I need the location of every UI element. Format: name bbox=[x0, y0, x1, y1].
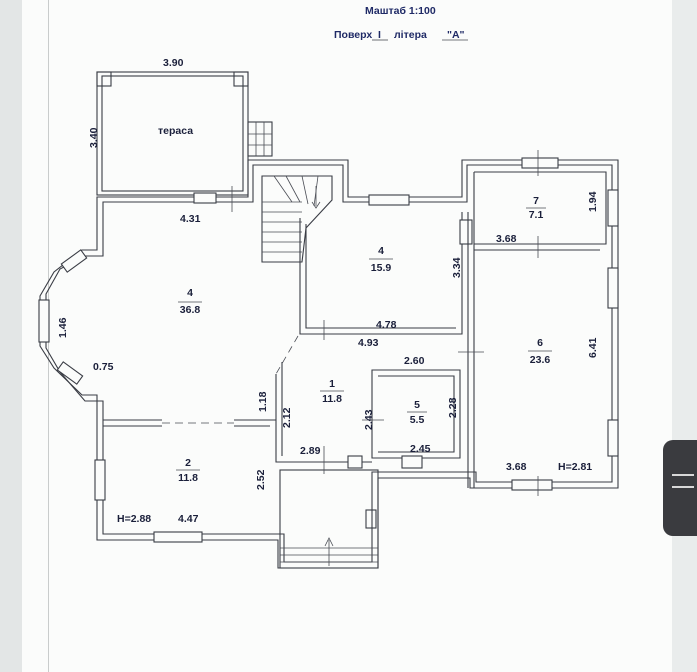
dimension-label: 3.34 bbox=[451, 257, 463, 278]
dimension-label: 6.41 bbox=[587, 337, 599, 358]
dimension-label: 1.46 bbox=[57, 317, 69, 338]
floor-value: I bbox=[378, 29, 381, 41]
terrace: тераса bbox=[96, 71, 273, 196]
dimension-label: 1.94 bbox=[587, 191, 599, 212]
dimension-label: 2.12 bbox=[281, 407, 293, 428]
interior-walls bbox=[103, 171, 607, 488]
room-number: 4 bbox=[187, 287, 193, 299]
dimension-label: 2.43 bbox=[363, 409, 375, 430]
dimension-label: 0.75 bbox=[93, 361, 114, 373]
dimension-label: 2.60 bbox=[404, 355, 425, 367]
room-number: 6 bbox=[537, 337, 543, 349]
dimension-label: 2.52 bbox=[255, 469, 267, 490]
door-ticks bbox=[231, 150, 539, 496]
dimension-labels: 3.90 3.40 4.31 1.46 0.75 3.34 4.78 4.93 … bbox=[57, 57, 599, 525]
dimension-label: 3.90 bbox=[163, 57, 184, 69]
room-area: 7.1 bbox=[529, 209, 544, 221]
room-area: 36.8 bbox=[180, 304, 201, 316]
open-passage-diagonal bbox=[275, 335, 299, 375]
room-area: 11.8 bbox=[178, 472, 198, 484]
dimension-label: 2.28 bbox=[447, 397, 459, 418]
dimension-label: 3.68 bbox=[496, 233, 517, 245]
room-number: 5 bbox=[414, 399, 420, 411]
floor-label: Поверх bbox=[334, 29, 372, 41]
room-labels: 4 36.8 4 15.9 7 7.1 6 23.6 1 11.8 5 5.5 … bbox=[176, 195, 552, 484]
scroll-handle[interactable] bbox=[663, 440, 697, 536]
dimension-label: 4.47 bbox=[178, 513, 199, 525]
room-number: 2 bbox=[185, 457, 191, 469]
dimension-label: 1.18 bbox=[257, 391, 269, 412]
dimension-label: 4.31 bbox=[180, 213, 201, 225]
room-area: 15.9 bbox=[371, 262, 392, 274]
room-number: 1 bbox=[329, 378, 335, 390]
windows bbox=[38, 157, 619, 543]
dimension-label: 4.93 bbox=[358, 337, 379, 349]
floor-plan: Маштаб 1:100 Поверх I літера "А" тераса bbox=[38, 5, 619, 569]
room-area: 5.5 bbox=[410, 414, 425, 426]
page-edge bbox=[0, 0, 22, 672]
height-label: H=2.81 bbox=[558, 461, 592, 473]
handle-grip-line bbox=[672, 486, 694, 488]
litera-label: літера bbox=[394, 29, 427, 41]
room-number: 4 bbox=[378, 245, 384, 257]
plan-sheet: Маштаб 1:100 Поверх I літера "А" тераса bbox=[22, 0, 672, 672]
height-label: H=2.88 bbox=[117, 513, 151, 525]
room-number: 7 bbox=[533, 195, 539, 207]
terrace-label: тераса bbox=[158, 125, 193, 137]
litera-value: "А" bbox=[447, 29, 465, 41]
handle-grip-line bbox=[672, 474, 694, 476]
room-area: 11.8 bbox=[322, 393, 342, 405]
room-area: 23.6 bbox=[530, 354, 551, 366]
staircase bbox=[261, 175, 333, 263]
dimension-label: 2.89 bbox=[300, 445, 321, 457]
dimension-label: 3.68 bbox=[506, 461, 527, 473]
scale-text: Маштаб 1:100 bbox=[365, 5, 436, 17]
dimension-label: 3.40 bbox=[88, 127, 100, 148]
dimension-label: 2.45 bbox=[410, 443, 431, 455]
entrance-porch bbox=[279, 469, 379, 569]
dimension-label: 4.78 bbox=[376, 319, 397, 331]
